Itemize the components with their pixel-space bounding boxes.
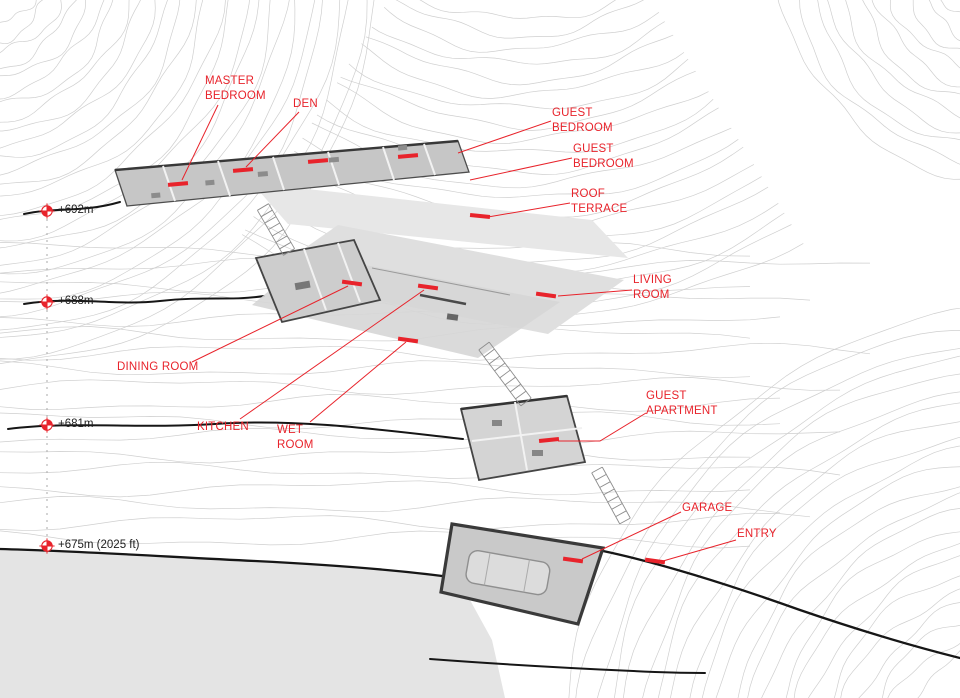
label-dining-room: DINING ROOM [117,361,199,373]
leader-lines [181,104,737,562]
stairs [257,203,631,525]
elevation-marker-icon [39,294,55,310]
middle-floor-plan [254,238,511,324]
label-entry: ENTRY [737,528,777,540]
elevation-marker-icon [39,203,55,219]
elevation-label-681: +681m [58,418,94,430]
lower-ground-shading [0,548,505,698]
elevation-marker-icon [39,417,55,433]
elevation-label-688: +688m [58,295,94,307]
guest-apartment-plan [459,394,587,482]
garage-plan [439,522,606,626]
elevation-marker-icon [39,538,55,554]
elevation-label-675: +675m (2025 ft) [58,539,140,551]
label-den: DEN [293,98,318,110]
red-section-markers [167,153,666,565]
label-kitchen: KITCHEN [197,421,249,433]
label-garage: GARAGE [682,502,733,514]
car [465,550,551,596]
elevation-label-692: +692m [58,204,94,216]
terrain-section-lines [0,201,960,674]
